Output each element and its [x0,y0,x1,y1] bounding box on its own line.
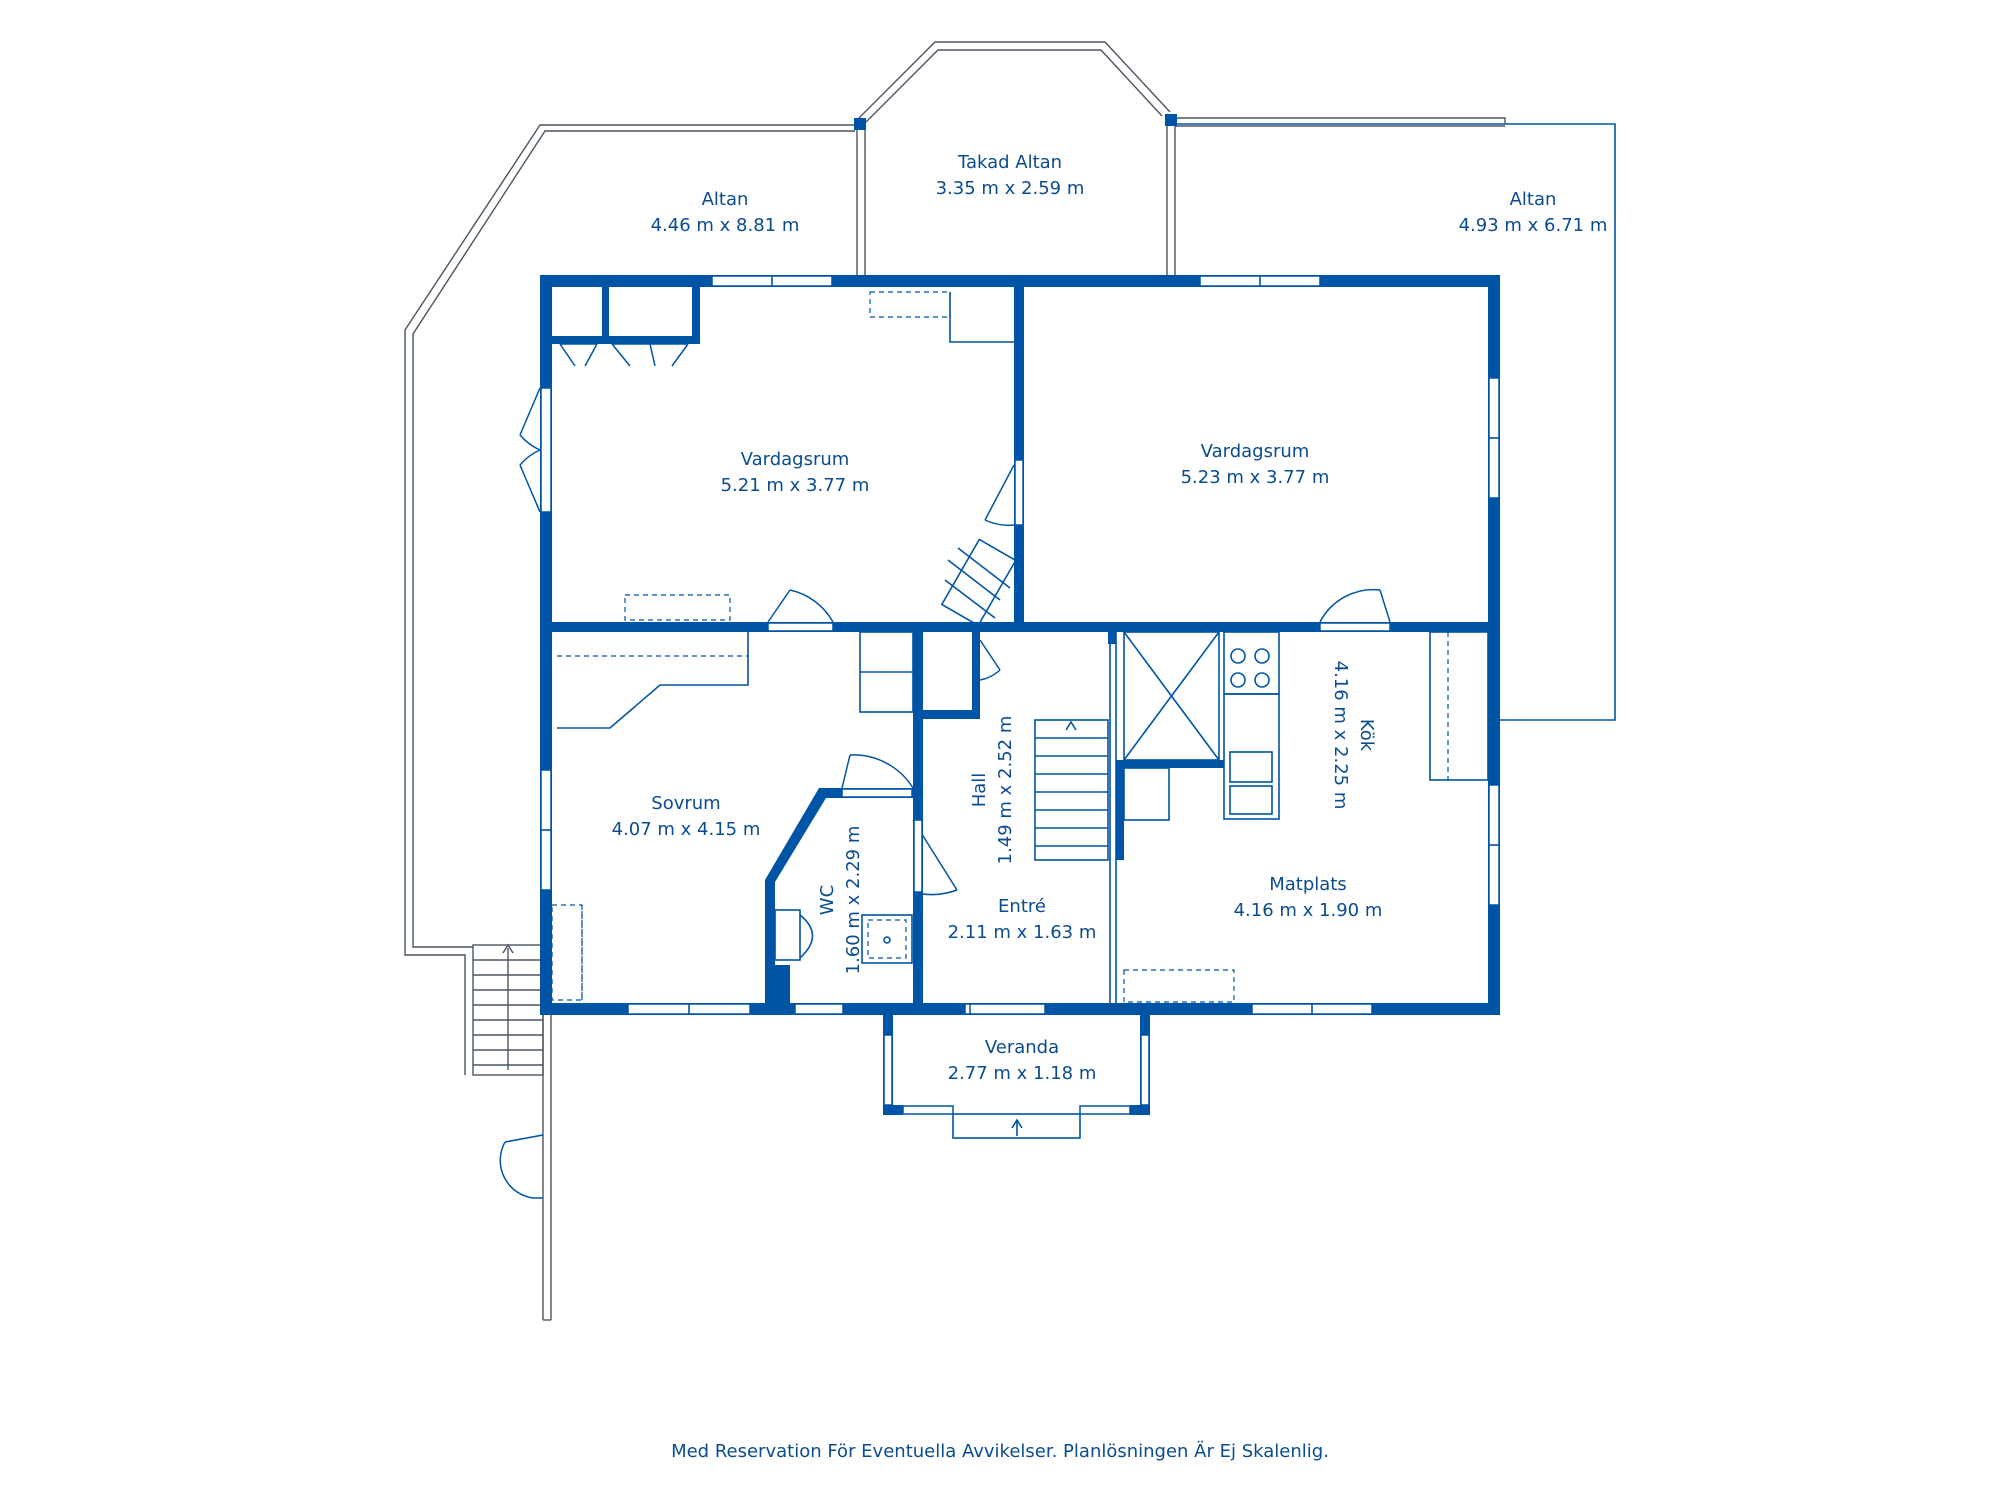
room-dimensions: 4.16 m x 1.90 m [1234,900,1383,921]
room-name: Veranda [985,1037,1059,1058]
gate-door [499,1134,544,1199]
room-dimensions: 1.49 m x 2.52 m [995,716,1016,865]
room-wc: WC 1.60 m x 2.29 m [817,826,864,975]
room-name: Takad Altan [957,152,1062,173]
room-dimensions: 3.35 m x 2.59 m [936,178,1085,199]
room-dimensions: 2.77 m x 1.18 m [948,1063,1097,1084]
doors [519,343,1391,1015]
room-vardagsrum-1: Vardagsrum 5.21 m x 3.77 m [721,449,870,496]
room-dimensions: 4.07 m x 4.15 m [612,819,761,840]
room-name: Entré [998,896,1046,917]
room-name: Vardagsrum [1201,441,1310,462]
hall-stairs [1034,719,1109,861]
room-kok: Kök 4.16 m x 2.25 m [1330,661,1377,810]
room-dimensions: 4.93 m x 6.71 m [1459,215,1608,236]
veranda [883,1015,1150,1139]
room-name: WC [817,885,838,915]
room-name: Sovrum [651,793,720,814]
room-dimensions: 5.21 m x 3.77 m [721,475,870,496]
room-dimensions: 5.23 m x 3.77 m [1181,467,1330,488]
terrace-stairs [472,943,544,1076]
fixtures [551,291,1489,1003]
terrace-railings [404,41,1616,1321]
room-hall: Hall 1.49 m x 2.52 m [969,716,1016,865]
room-veranda: Veranda 2.77 m x 1.18 m [948,1037,1097,1084]
room-vardagsrum-2: Vardagsrum 5.23 m x 3.77 m [1181,441,1330,488]
room-name: Hall [969,773,990,808]
room-entre: Entré 2.11 m x 1.63 m [948,896,1097,943]
room-name: Vardagsrum [741,449,850,470]
room-dimensions: 4.46 m x 8.81 m [651,215,800,236]
room-name: Kök [1356,719,1377,752]
room-name: Altan [702,189,749,210]
room-labels: Altan 4.46 m x 8.81 m Takad Altan 3.35 m… [612,152,1608,1084]
room-dimensions: 2.11 m x 1.63 m [948,922,1097,943]
room-name: Matplats [1269,874,1347,895]
room-sovrum: Sovrum 4.07 m x 4.15 m [612,793,761,840]
room-dimensions: 4.16 m x 2.25 m [1330,661,1351,810]
room-name: Altan [1510,189,1557,210]
disclaimer-text: Med Reservation För Eventuella Avvikelse… [671,1441,1329,1462]
room-matplats: Matplats 4.16 m x 1.90 m [1234,874,1383,921]
room-altan-right: Altan 4.93 m x 6.71 m [1459,189,1608,236]
room-dimensions: 1.60 m x 2.29 m [843,826,864,975]
room-takad-altan: Takad Altan 3.35 m x 2.59 m [936,152,1085,199]
room-altan-left: Altan 4.46 m x 8.81 m [651,189,800,236]
